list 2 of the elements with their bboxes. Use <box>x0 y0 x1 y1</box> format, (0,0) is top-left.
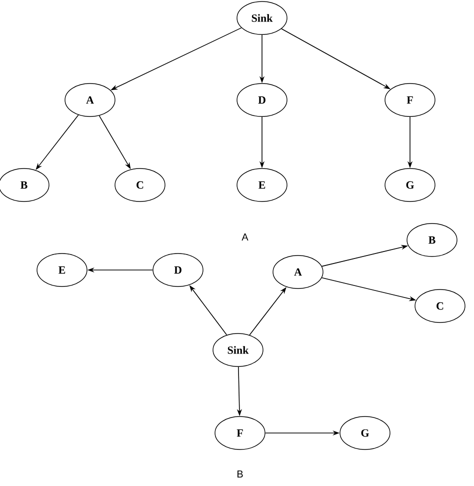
panel-label: A <box>242 234 248 240</box>
panel-label: B <box>237 470 243 478</box>
